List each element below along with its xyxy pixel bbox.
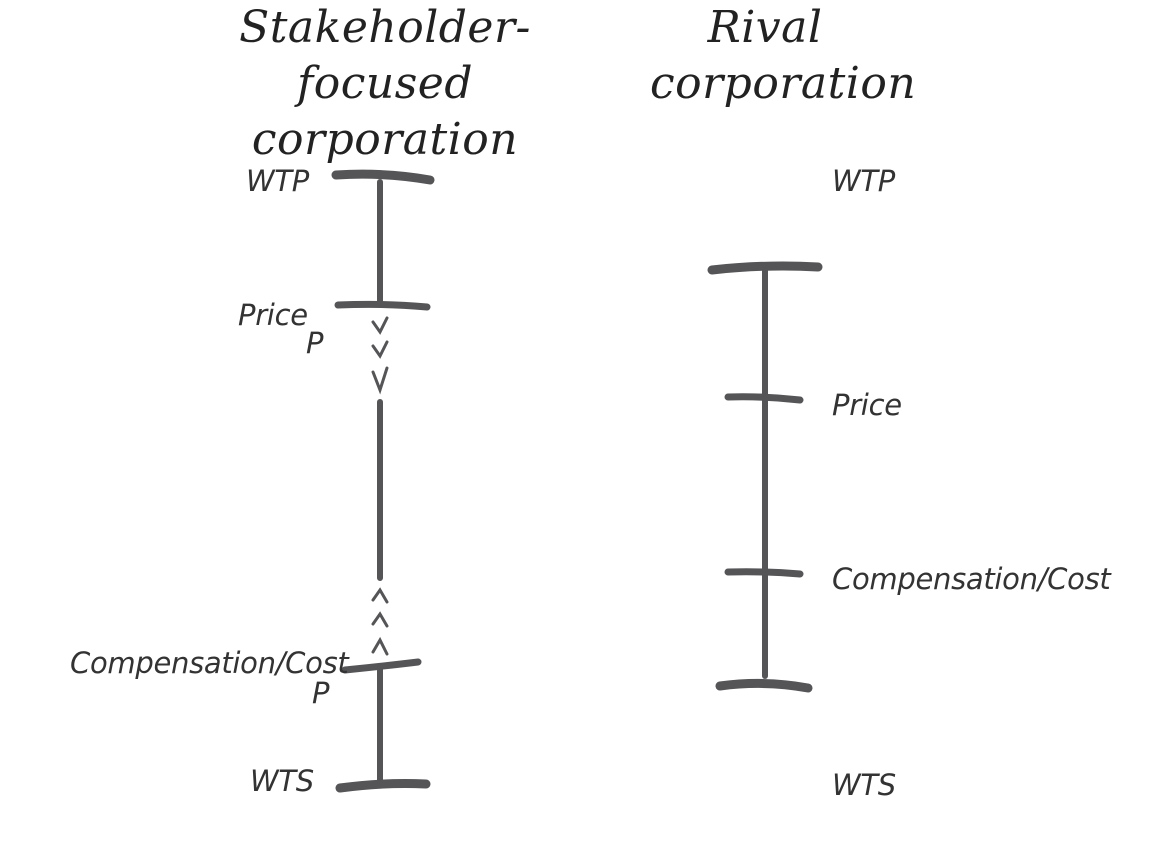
right-price-bar (724, 393, 804, 404)
left-price-subscript: P (306, 326, 324, 360)
left-wtp-label: WTP (246, 164, 309, 198)
right-title-line1: Rival (707, 2, 823, 53)
left-comp-cost-bar (341, 658, 422, 674)
right-price-label: Price (832, 388, 902, 422)
left-title-line1: Stakeholder-focused (239, 2, 531, 109)
right-comp-cost-bar (724, 568, 804, 578)
right-wtp-label: WTP (832, 164, 895, 198)
left-up-arrow-1 (371, 587, 389, 604)
right-comp-cost-label: Compensation/Cost (832, 562, 1111, 596)
left-comp-cost-subscript: P (312, 676, 330, 710)
left-down-arrow-3 (371, 366, 389, 395)
right-value-stick (707, 261, 823, 693)
right-panel-title: Rival corporation (650, 0, 917, 112)
right-wtp-cap (707, 261, 823, 275)
left-value-stick (331, 169, 435, 793)
left-wtp-cap (331, 169, 435, 185)
left-comp-cost-label: Compensation/Cost (70, 646, 349, 680)
left-wts-label: WTS (250, 764, 314, 798)
left-down-arrow-1 (371, 316, 389, 335)
left-up-arrow-2 (371, 611, 389, 628)
left-title-line2: corporation (251, 114, 519, 165)
left-panel-title: Stakeholder-focused corporation (180, 0, 590, 168)
left-price-bar (334, 300, 431, 311)
left-wts-cap (335, 779, 431, 793)
left-up-arrow-3 (371, 636, 389, 656)
left-down-arrow-2 (371, 340, 389, 359)
right-title-line2: corporation (650, 58, 917, 109)
right-wts-cap (715, 678, 813, 693)
left-price-label: Price (238, 298, 308, 332)
right-wts-label: WTS (832, 768, 896, 802)
